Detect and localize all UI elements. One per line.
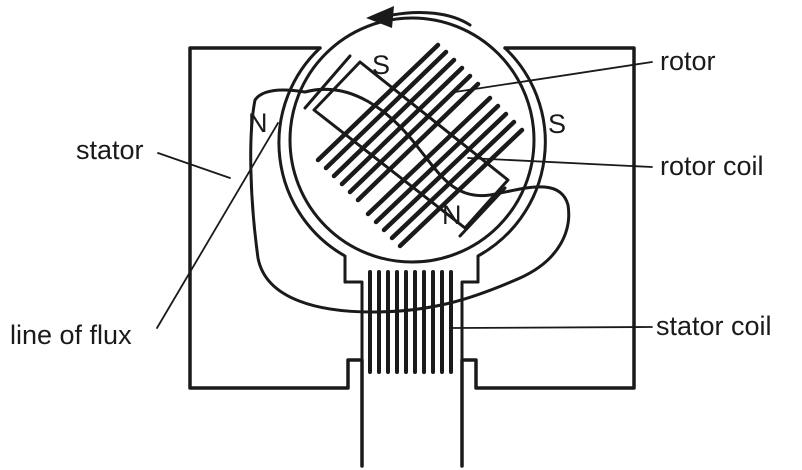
leader-lines (156, 61, 653, 329)
stator-bore-right (476, 46, 547, 284)
label-rotor-coil: rotor coil (660, 151, 764, 181)
label-stator-coil: stator coil (656, 311, 772, 341)
stator-left-body (188, 46, 364, 468)
stator-pole-right: S (548, 109, 566, 139)
rotor-coil (315, 42, 525, 249)
stator-coil (368, 270, 453, 374)
stator-bore-left (277, 46, 347, 284)
rotation-arc (390, 10, 472, 27)
leader-line-of-flux (156, 122, 279, 329)
stator-pole-left: N (248, 108, 268, 138)
label-line-of-flux: line of flux (10, 320, 132, 350)
leader-rotor (454, 61, 653, 93)
label-rotor: rotor (660, 46, 716, 76)
rotor-pole-top: S (372, 50, 390, 80)
rotor-pole-bottom: N (442, 200, 462, 230)
leader-rotor-coil (467, 157, 653, 168)
flux-line (249, 87, 571, 314)
stator-neck (343, 280, 480, 362)
label-stator: stator (76, 135, 144, 165)
rotor-core (303, 54, 510, 238)
leader-stator-coil (451, 326, 653, 329)
rotor-body (288, 16, 536, 264)
leader-stator (157, 152, 231, 179)
rotation-arrowhead-icon (366, 6, 394, 28)
